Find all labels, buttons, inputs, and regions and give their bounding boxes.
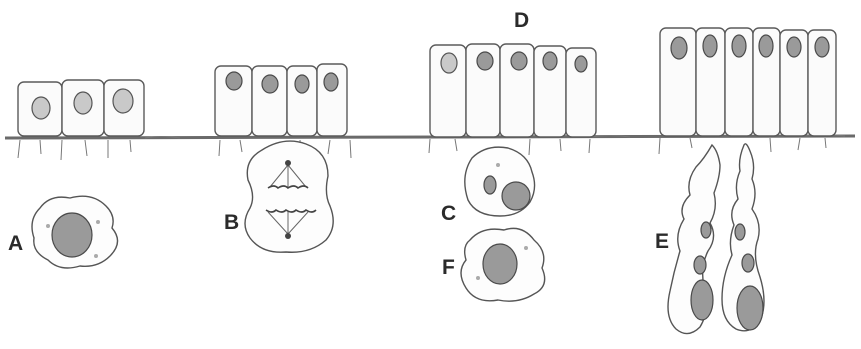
label-d: D xyxy=(514,10,529,31)
label-a: A xyxy=(8,233,23,254)
cell-a xyxy=(32,196,118,268)
label-b: B xyxy=(224,212,239,233)
label-e: E xyxy=(655,231,669,252)
label-c: C xyxy=(441,203,456,224)
tall-columnar-epithelium xyxy=(660,28,836,136)
cell-e xyxy=(668,144,764,334)
cell-f xyxy=(461,228,545,301)
low-columnar-epithelium xyxy=(215,64,347,136)
cell-c xyxy=(465,147,535,216)
cell-b xyxy=(245,141,333,252)
columnar-epithelium xyxy=(430,44,596,137)
cuboidal-epithelium xyxy=(18,80,144,136)
label-f: F xyxy=(442,257,455,278)
